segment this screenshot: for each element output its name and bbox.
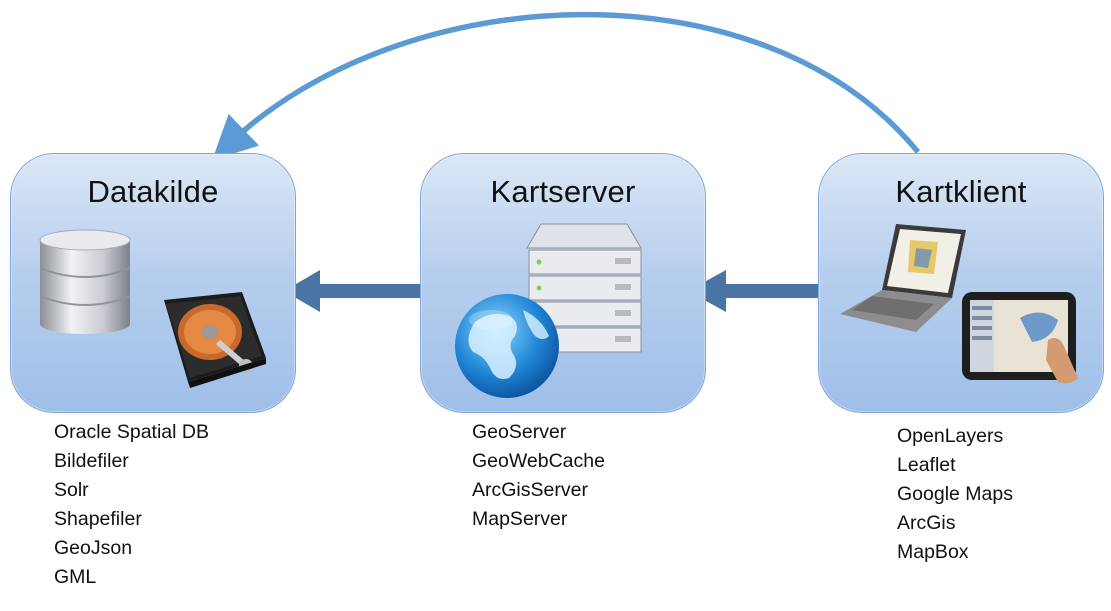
list-item: ArcGis	[897, 512, 956, 534]
list-item: ArcGisServer	[472, 479, 588, 501]
tablet-icon	[962, 292, 1078, 384]
list-item: Oracle Spatial DB	[54, 421, 209, 443]
arrow-kartserver-to-datakilde	[284, 270, 428, 312]
node-title: Datakilde	[87, 174, 219, 209]
list-item: GML	[54, 566, 97, 588]
database-icon	[39, 229, 131, 334]
list-item: OpenLayers	[897, 425, 1004, 447]
list-item: Leaflet	[897, 454, 956, 476]
arrow-kartklient-to-kartserver	[688, 270, 834, 312]
list-item: Google Maps	[897, 483, 1013, 505]
list-item: GeoWebCache	[472, 450, 605, 472]
datakilde-list: Oracle Spatial DB Bildefiler Solr Shapef…	[54, 418, 209, 592]
curved-arrow-kartklient-to-datakilde	[212, 11, 921, 161]
node-title: Kartserver	[490, 174, 636, 209]
list-item: MapBox	[897, 541, 969, 563]
list-item: Shapefiler	[54, 508, 142, 530]
list-item: GeoServer	[472, 421, 567, 443]
kartserver-list: GeoServer GeoWebCache ArcGisServer MapSe…	[472, 418, 605, 534]
hard-drive-icon	[164, 292, 266, 388]
list-item: Solr	[54, 479, 89, 501]
globe-icon	[455, 294, 559, 398]
node-title: Kartklient	[895, 174, 1027, 209]
list-item: GeoJson	[54, 537, 133, 559]
laptop-icon	[840, 224, 966, 332]
list-item: MapServer	[472, 508, 568, 530]
list-item: Bildefiler	[54, 450, 129, 472]
kartklient-list: OpenLayers Leaflet Google Maps ArcGis Ma…	[897, 422, 1013, 567]
